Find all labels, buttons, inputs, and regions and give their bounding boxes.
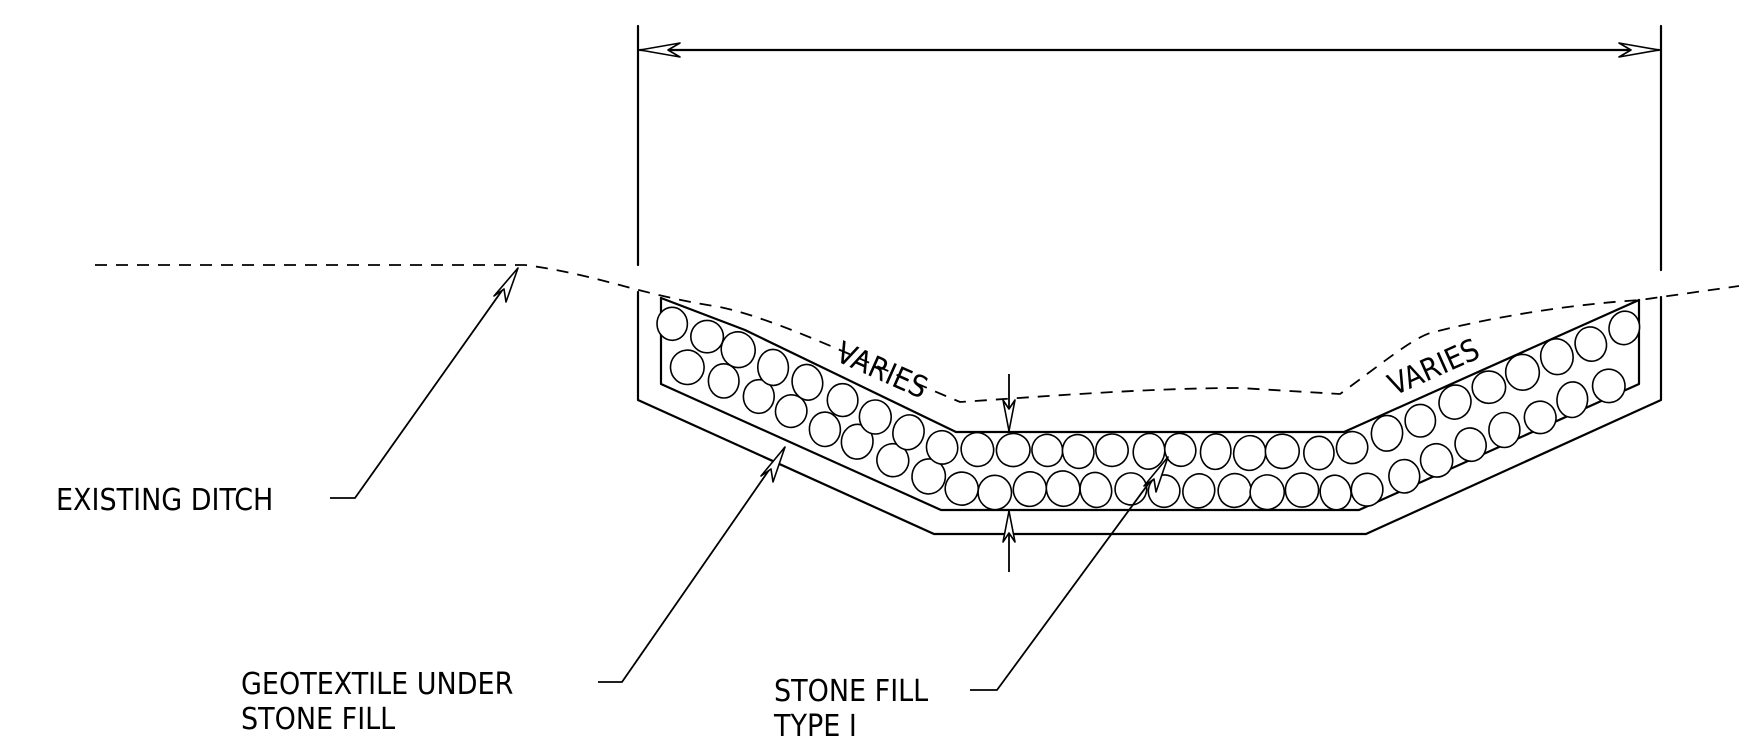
stone — [1388, 458, 1421, 494]
geotextile-label-line1: GEOTEXTILE UNDER — [241, 667, 513, 702]
stone — [1182, 473, 1216, 509]
stone — [944, 471, 980, 506]
stone — [756, 348, 790, 387]
stone — [1031, 433, 1064, 468]
existing-ditch-label: EXISTING DITCH — [56, 483, 273, 518]
stone — [791, 363, 824, 401]
stone — [960, 431, 995, 468]
stone-fill-leader-arrow — [1143, 456, 1169, 493]
stone-fill-leader — [970, 456, 1169, 691]
stone-fill-label-line1: STONE FILL — [774, 674, 928, 709]
stone — [1199, 433, 1232, 471]
existing-ditch-profile — [95, 264, 1739, 403]
stone — [774, 394, 808, 429]
stone — [1061, 433, 1095, 470]
geotextile-leader — [598, 446, 786, 683]
stone — [1284, 472, 1320, 508]
stone — [892, 414, 925, 451]
stone — [1302, 435, 1335, 471]
stone — [720, 331, 756, 369]
thickness-dimension — [1002, 374, 1016, 572]
stone — [669, 349, 705, 386]
stone — [1539, 338, 1574, 376]
stone — [1504, 353, 1541, 391]
stone — [1079, 471, 1113, 509]
stone — [1404, 403, 1437, 438]
stone — [1264, 433, 1301, 470]
stone — [1095, 433, 1130, 468]
stone — [1574, 326, 1608, 362]
stone — [1319, 474, 1352, 511]
thickness-arrow-top — [1002, 399, 1016, 432]
stone — [1471, 370, 1507, 405]
stone — [826, 382, 859, 418]
stone — [876, 442, 910, 478]
stone — [1335, 430, 1369, 465]
geotextile-leader-line — [598, 446, 786, 683]
stone — [1591, 368, 1626, 404]
stone — [840, 423, 874, 460]
stone — [858, 399, 893, 435]
geotextile-leader-arrow — [760, 446, 786, 483]
stone — [1045, 470, 1081, 508]
stone-fill-leader-line — [970, 456, 1169, 691]
stone — [1556, 381, 1589, 419]
geotextile-label-line2: STONE FILL — [241, 702, 395, 737]
stone — [808, 411, 842, 448]
stone — [707, 363, 740, 399]
stone-fill-bottom-line — [659, 296, 1641, 512]
stone — [742, 378, 776, 415]
top-width-dimension — [636, 24, 1663, 272]
existing-ground-dashed-line — [95, 264, 1739, 403]
geotextile-layer — [636, 290, 1663, 536]
stone — [1132, 432, 1166, 470]
dimension-arrow-right — [1618, 42, 1660, 58]
stone — [1217, 472, 1252, 509]
thickness-arrow-bottom — [1002, 510, 1016, 543]
stone — [1249, 474, 1286, 511]
stone-fill-layer — [656, 296, 1641, 512]
stone-fill-top-line — [659, 296, 1641, 434]
stone — [995, 432, 1031, 468]
dimension-arrow-left — [639, 42, 681, 58]
stone — [1350, 472, 1384, 507]
existing-ditch-leader-line — [330, 267, 519, 499]
stone — [925, 429, 959, 465]
stone — [1232, 434, 1267, 472]
geotextile-outer-line — [636, 290, 1663, 536]
stone — [1488, 411, 1521, 449]
stone — [1454, 427, 1487, 463]
stone — [656, 306, 689, 342]
stone-fill-stones — [656, 306, 1641, 511]
stone — [1012, 471, 1048, 508]
stone — [1523, 400, 1557, 435]
stone-fill-label-line2: TYPE I — [773, 709, 857, 744]
stone — [1419, 442, 1454, 478]
existing-ditch-leader — [330, 267, 519, 499]
existing-ditch-leader-arrow — [493, 267, 519, 303]
stone — [1163, 432, 1197, 468]
stone — [689, 319, 725, 354]
stone — [977, 474, 1013, 511]
stone — [1438, 384, 1472, 420]
stone — [1370, 414, 1404, 452]
stone — [1608, 310, 1641, 346]
